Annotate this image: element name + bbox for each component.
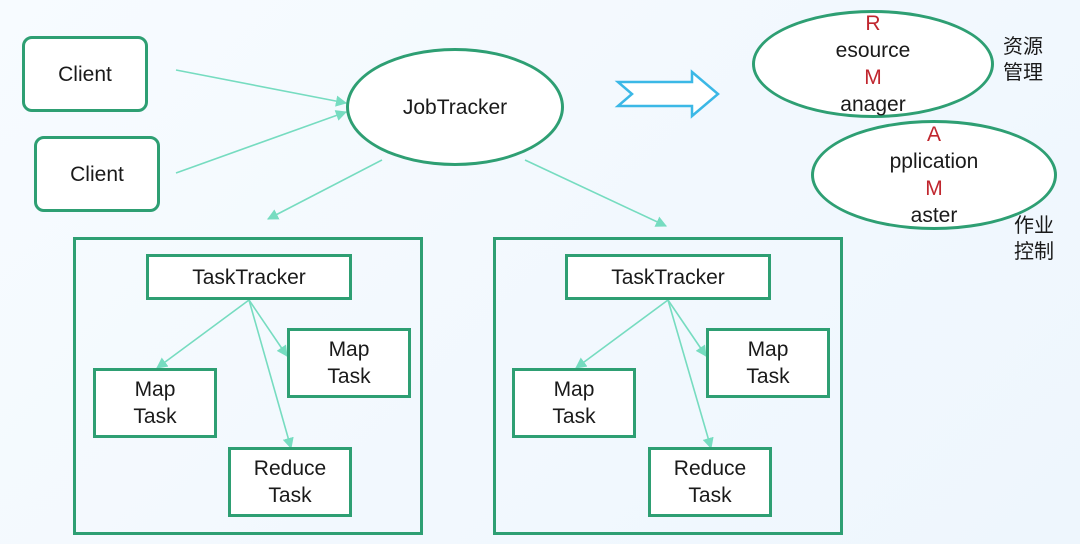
tasktracker-label: TaskTracker — [192, 265, 306, 289]
tasktracker-label: TaskTracker — [611, 265, 725, 289]
arrow-jobtracker-to-cluster2 — [524, 159, 668, 227]
client-label: Client — [58, 62, 112, 86]
manager-initial: M — [864, 66, 882, 89]
job-control-label: 作业 控制 — [1014, 213, 1054, 263]
cluster-box-1 — [73, 237, 423, 535]
client-label: Client — [70, 162, 124, 186]
map-label: Map — [747, 338, 789, 361]
arrow-tt2-to-map-left — [575, 299, 669, 369]
client-box-1: Client — [22, 36, 148, 112]
task-label: Task — [133, 405, 177, 428]
resource-initial: R — [865, 12, 881, 35]
map-label: Map — [134, 378, 176, 401]
arrow-tt2-to-map-right — [667, 299, 707, 357]
big-arrow-icon — [614, 69, 720, 119]
task-label: Task — [268, 484, 312, 507]
arrow-jobtracker-to-cluster1 — [267, 159, 383, 220]
map-label: Map — [328, 338, 370, 361]
arrow-tt1-to-map-left — [156, 299, 250, 369]
reduce-label: Reduce — [253, 457, 327, 480]
map-label: Map — [553, 378, 595, 401]
arrow-tt1-to-reduce — [248, 299, 294, 450]
client-box-2: Client — [34, 136, 160, 212]
tasktracker-box-1: TaskTracker — [146, 254, 352, 300]
master-initial: M — [925, 177, 943, 200]
task-label: Task — [327, 365, 371, 388]
application-initial: A — [926, 123, 941, 146]
master-rest: aster — [910, 204, 958, 227]
arrow-tt1-to-map-right — [248, 299, 288, 357]
arrow-tt2-to-reduce — [667, 299, 714, 450]
arrow-client1-to-jobtracker — [175, 69, 348, 107]
task-label: Task — [746, 365, 790, 388]
jobtracker-label: JobTracker — [402, 95, 508, 119]
manager-rest: anager — [840, 93, 906, 116]
resource-rest: esource — [835, 39, 911, 62]
task-label: Task — [552, 405, 596, 428]
resource-mgmt-label: 资源 管理 — [1003, 34, 1043, 84]
jobtracker-ellipse: JobTracker — [346, 48, 564, 166]
arrow-client2-to-jobtracker — [175, 110, 348, 174]
cluster-box-2 — [493, 237, 843, 535]
application-rest: pplication — [889, 150, 979, 173]
reduce-label: Reduce — [673, 457, 747, 480]
tasktracker-box-2: TaskTracker — [565, 254, 771, 300]
task-label: Task — [688, 484, 732, 507]
